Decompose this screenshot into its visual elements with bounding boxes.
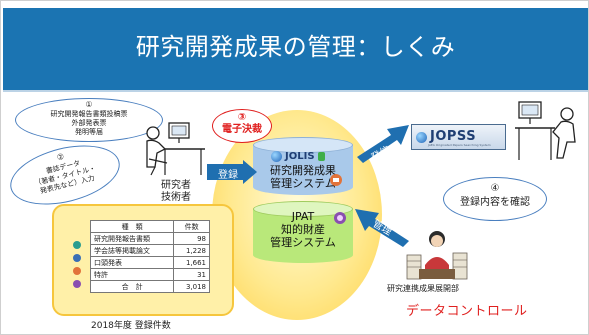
table-row: 特許 31 xyxy=(89,268,210,281)
researcher-label-1: 研究者 xyxy=(161,180,191,191)
jolis-logo: JOLIS xyxy=(271,151,325,162)
table-cell-kind: 学会誌等掲載論文 xyxy=(89,244,175,257)
title-bar: 研究開発成果の管理：しくみ xyxy=(3,8,588,90)
document-icon xyxy=(317,152,325,161)
table-total-row: 合 計 3,018 xyxy=(89,280,210,293)
table-header-count: 件数 xyxy=(173,220,210,233)
table-cell-kind: 特許 xyxy=(89,268,175,281)
department-label: 研究連携成果展開部 xyxy=(387,284,459,293)
table-cell-count: 98 xyxy=(173,232,210,245)
data-control-label: データコントロール xyxy=(406,304,528,319)
callout-2-group: ② 書誌データ （著者・タイトル・ 発表先など）入力 xyxy=(4,135,126,215)
table-row: 学会誌等掲載論文 1,228 xyxy=(89,244,210,257)
callout-1-bubble xyxy=(15,98,163,142)
callout-4-label: 登録内容を確認 xyxy=(460,197,530,208)
manage-arrow xyxy=(355,209,409,247)
table-total-label: 合 計 xyxy=(89,280,175,293)
report-icon xyxy=(73,241,81,249)
jpat-cylinder-top xyxy=(253,201,353,217)
table-row: 研究開発報告書類 98 xyxy=(89,232,210,245)
register-arrow xyxy=(207,160,257,184)
jpat-database: JPAT 知的財産 管理システム xyxy=(253,201,353,263)
callout-1-line-1: 研究開発報告書類投稿票 xyxy=(50,110,128,118)
slide-title: 研究開発成果の管理：しくみ xyxy=(135,33,456,61)
callout-1-number: ① xyxy=(85,100,93,109)
callout-3-number: ③ xyxy=(237,112,247,123)
link-icon xyxy=(330,174,342,186)
table-cell-count: 1,228 xyxy=(173,244,210,257)
jolis-label-2: 管理システム xyxy=(270,177,336,190)
researcher-desk-icon xyxy=(146,122,205,176)
jpat-label-2: 知的財産 xyxy=(281,223,325,236)
registration-counts-table: 種 類 件数 研究開発報告書類 98 学会誌等掲載論文 1,228 口頭発表 1… xyxy=(89,220,210,293)
callout-1-line-2: 外部発表票 xyxy=(71,119,107,127)
jolis-label-1: 研究開発成果 xyxy=(270,164,336,177)
callout-3-bubble xyxy=(212,109,272,143)
table-cell-kind: 研究開発報告書類 xyxy=(89,232,175,245)
jopss-subtitle: JAEA Originated Papers Searching System xyxy=(428,143,491,147)
researcher-label-2: 技術者 xyxy=(161,192,191,203)
jopss-globe-icon xyxy=(416,132,427,143)
jolis-cylinder-bottom xyxy=(253,179,353,195)
table-cell-kind: 口頭発表 xyxy=(89,256,175,269)
table-row: 口頭発表 1,661 xyxy=(89,256,210,269)
jolis-database: JOLIS 研究開発成果 管理システム xyxy=(253,137,353,195)
callout-4-number: ④ xyxy=(490,183,500,194)
reader-desk-icon xyxy=(515,101,576,160)
callout-1-line-3: 発明等届 xyxy=(75,128,103,136)
title-divider xyxy=(3,90,588,92)
publish-arrow xyxy=(357,125,409,163)
table-caption: 2018年度 登録件数 xyxy=(91,321,171,331)
callout-4-bubble: ④ 登録内容を確認 xyxy=(443,177,547,221)
jpat-label-3: 管理システム xyxy=(270,236,336,249)
paper-icon xyxy=(73,254,81,262)
jolis-cylinder-top xyxy=(253,137,353,153)
table-header-kind: 種 類 xyxy=(89,220,175,233)
table-cell-count: 1,661 xyxy=(173,256,210,269)
table-header-row: 種 類 件数 xyxy=(89,220,210,233)
patent-row-icon xyxy=(73,280,81,288)
jpat-label-1: JPAT xyxy=(291,210,315,223)
table-total-value: 3,018 xyxy=(173,280,210,293)
presentation-icon xyxy=(73,267,81,275)
jopss-logo-text: JOPSS xyxy=(430,129,477,144)
jolis-logo-text: JOLIS xyxy=(285,151,315,162)
jpat-cylinder-bottom xyxy=(253,247,353,263)
e-approval-label: 電子決裁 xyxy=(222,124,262,135)
globe-icon xyxy=(271,151,282,162)
staff-documents-icon xyxy=(406,231,468,280)
patent-icon xyxy=(334,212,346,224)
register-label: 登録 xyxy=(218,170,238,181)
table-cell-count: 31 xyxy=(173,268,210,281)
jopss-banner: JOPSS JAEA Originated Papers Searching S… xyxy=(411,124,506,150)
